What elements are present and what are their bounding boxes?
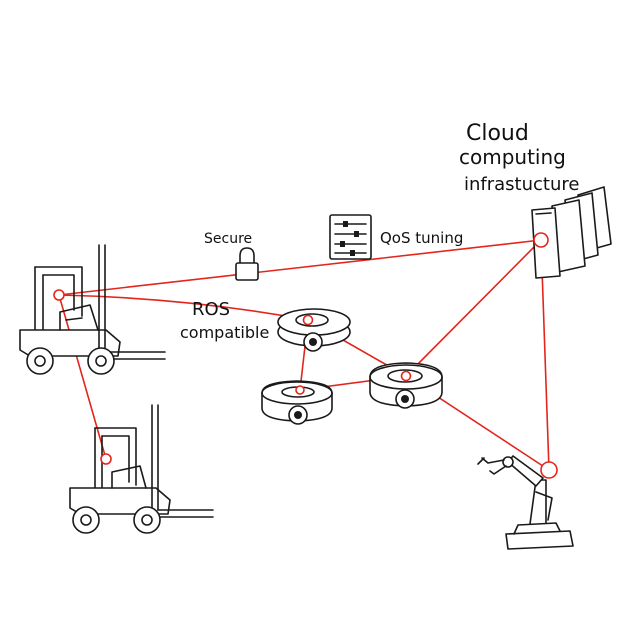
connection-links <box>58 239 550 471</box>
node-forklift2 <box>100 453 112 465</box>
link-forklift1-forklift2 <box>58 294 107 460</box>
label-qos: QoS tuning <box>380 229 463 247</box>
label-cloud-1: Cloud <box>466 121 529 146</box>
label-ros-compatible: compatible <box>180 323 269 342</box>
server-rack-icon <box>531 186 612 279</box>
node-forklift1 <box>53 289 65 301</box>
link-forklift1-cloud <box>58 239 542 296</box>
link-forklift1-robot1 <box>58 294 309 321</box>
link-cloud-arm <box>540 239 550 471</box>
node-cloud <box>533 232 549 248</box>
mobile-robot-icon-1 <box>277 308 351 352</box>
label-secure: Secure <box>204 231 252 247</box>
label-cloud-2: computing <box>459 145 566 169</box>
mobile-robot-icon-3 <box>369 362 443 409</box>
label-ros: ROS <box>192 299 230 320</box>
node-arm <box>540 461 558 479</box>
label-cloud-3: infrastucture <box>464 174 579 195</box>
forklift-icon-primary <box>19 244 166 375</box>
sliders-panel-icon <box>329 214 372 260</box>
node-robot3 <box>400 370 412 382</box>
node-robot1 <box>302 314 314 326</box>
node-robot2 <box>295 385 305 395</box>
forklift-icon-secondary <box>69 404 214 534</box>
robotic-arm-icon <box>477 455 574 550</box>
connection-nodes <box>53 232 558 479</box>
link-robot3-cloud <box>405 239 542 377</box>
padlock-icon <box>235 247 259 281</box>
